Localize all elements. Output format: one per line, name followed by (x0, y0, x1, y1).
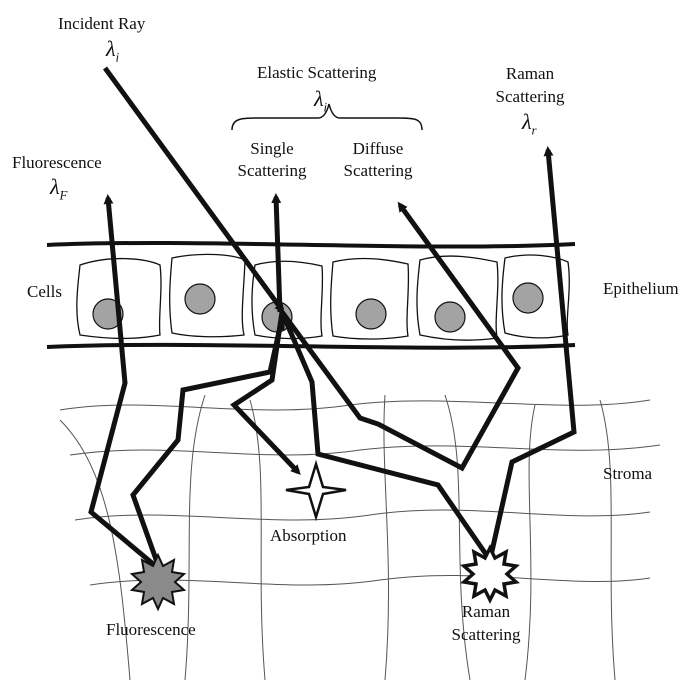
fluorescence-path-upper (91, 198, 158, 568)
epithelial-cells (77, 254, 569, 340)
incident-wavelength-symbol: λi (106, 36, 119, 65)
nucleus (435, 302, 465, 332)
fluorescence-bottom-label: Fluorescence (106, 620, 196, 640)
elastic-scattering-label: Elastic Scattering (257, 63, 376, 83)
raman-wavelength-symbol: λr (522, 109, 537, 138)
single-scattering-path (276, 197, 280, 312)
single-scattering-label-line2: Scattering (238, 161, 307, 181)
nucleus (356, 299, 386, 329)
raman-top-label-line2: Scattering (496, 87, 565, 107)
raman-burst-icon (464, 548, 516, 600)
incident-ray-path (105, 68, 282, 310)
fluorescence-path (133, 318, 282, 565)
raman-top-label-line1: Raman (506, 64, 554, 84)
stroma-label: Stroma (603, 464, 652, 484)
epithelium-label: Epithelium (603, 279, 679, 299)
nucleus (513, 283, 543, 313)
epithelium-top-boundary (47, 243, 575, 247)
fluorescence-top-label: Fluorescence (12, 153, 102, 173)
nucleus (185, 284, 215, 314)
elastic-wavelength-symbol: λi (314, 86, 327, 115)
raman-scattering-path (282, 150, 574, 560)
fluorescence-burst-icon (132, 555, 184, 609)
diffuse-scattering-label-line1: Diffuse (353, 139, 404, 159)
incident-ray-label: Incident Ray (58, 14, 145, 34)
diffuse-scattering-label-line2: Scattering (344, 161, 413, 181)
absorption-path (234, 312, 298, 472)
single-scattering-label-line1: Single (250, 139, 293, 159)
raman-bottom-label-line1: Raman (462, 602, 510, 622)
raman-bottom-label-line2: Scattering (452, 625, 521, 645)
fluorescence-wavelength-symbol: λF (50, 174, 67, 203)
cells-label: Cells (27, 282, 62, 302)
absorption-label: Absorption (270, 526, 347, 546)
